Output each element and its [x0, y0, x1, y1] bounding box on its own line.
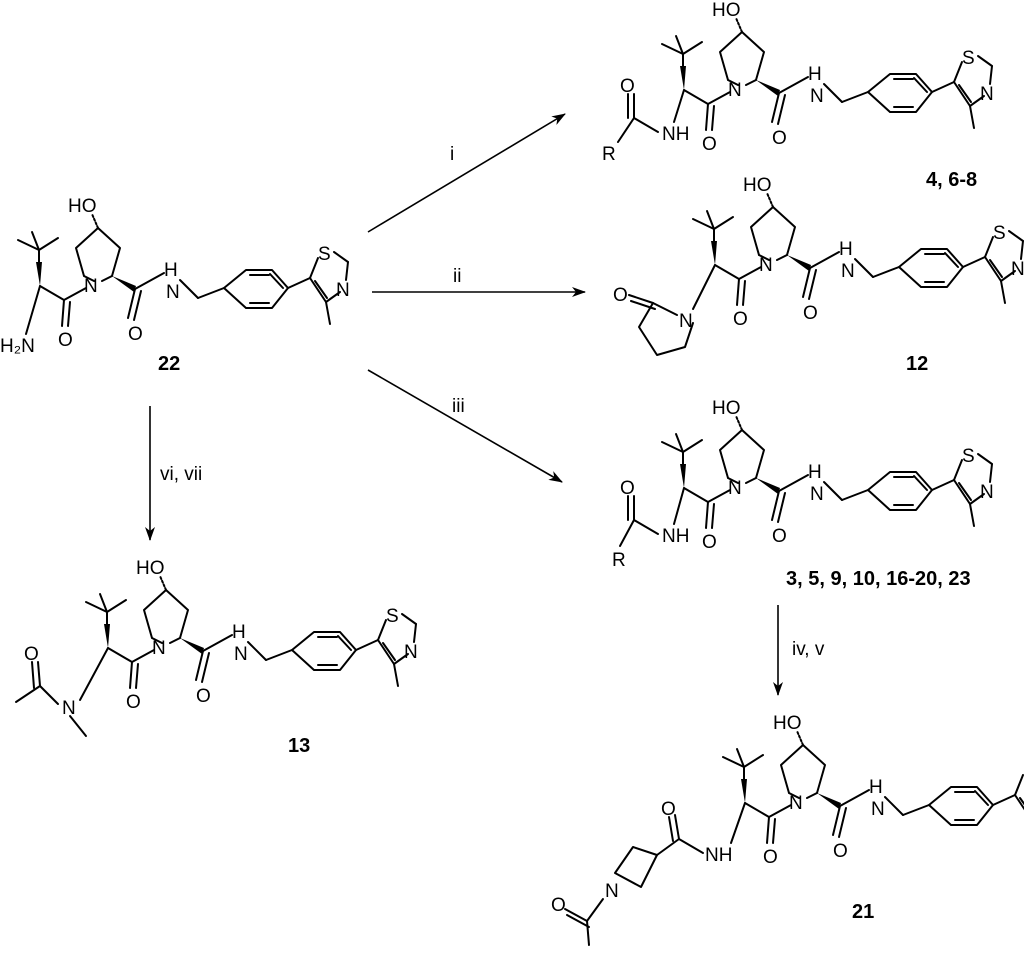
atom-label: S	[993, 223, 1006, 244]
condition-iv-v: iv, v	[792, 639, 825, 660]
atom-label: HO	[712, 0, 741, 21]
compound-label-3-5-9-10-16-20-23: 3, 5, 9, 10, 16-20, 23	[786, 568, 971, 590]
atom-label: O	[126, 692, 141, 713]
molecule-22: HO N O H N S N O H₂N	[0, 196, 350, 357]
atom-label: H	[808, 462, 822, 483]
atom-label: O	[661, 799, 676, 820]
molecule-4-6-8: HO N O H N S N O NH O R	[602, 0, 994, 165]
atom-label: N	[871, 799, 885, 820]
condition-iii: iii	[452, 396, 465, 417]
atom-label: N	[789, 793, 803, 814]
atom-label: HO	[773, 713, 802, 734]
atom-label: N	[810, 86, 824, 107]
compound-label-12: 12	[906, 353, 928, 375]
atom-label: H	[164, 260, 178, 281]
atom-label: O	[620, 478, 635, 499]
atom-label: N	[980, 84, 994, 105]
condition-vi-vii: vi, vii	[160, 464, 202, 485]
compound-label-22: 22	[158, 353, 180, 375]
atom-label: H₂N	[0, 336, 35, 357]
atom-label: N	[336, 280, 350, 301]
molecule-13: HO N O H N S N O N O	[15, 558, 418, 737]
atom-label: NH	[705, 845, 732, 866]
atom-label: O	[24, 644, 39, 665]
molecule-3-5-9-10-16-20-23: HO N O H N S N O NH O R	[612, 398, 994, 571]
atom-label: N	[728, 478, 742, 499]
atom-label: S	[962, 446, 975, 467]
atom-label: S	[962, 48, 975, 69]
condition-i: i	[450, 144, 454, 165]
atom-label: H	[232, 622, 246, 643]
atom-label: O	[58, 330, 73, 351]
condition-ii: ii	[453, 266, 461, 287]
atom-label: N	[62, 698, 76, 719]
atom-label: H	[808, 64, 822, 85]
atom-label: N	[679, 311, 693, 332]
atom-label: N	[1011, 259, 1024, 280]
atom-label: HO	[68, 196, 97, 217]
atom-label: S	[386, 606, 399, 627]
atom-label: N	[234, 644, 248, 665]
atom-label: H	[839, 239, 853, 260]
atom-label: O	[613, 285, 628, 306]
atom-label: O	[763, 847, 778, 868]
atom-label: O	[733, 309, 748, 330]
atom-label: O	[196, 686, 211, 707]
atom-label: NH	[662, 526, 689, 547]
molecule-21: HO N O H N S N O NH O N O	[551, 713, 1024, 946]
atom-label: O	[551, 895, 566, 916]
atom-label: O	[128, 324, 143, 345]
atom-label: N	[980, 482, 994, 503]
atom-label: N	[84, 276, 98, 297]
atom-label: O	[833, 841, 848, 862]
atom-label: H	[869, 777, 883, 798]
atom-label: N	[166, 282, 180, 303]
atom-label: O	[772, 526, 787, 547]
atom-label: S	[318, 244, 331, 265]
atom-label: R	[612, 550, 626, 571]
atom-label: O	[702, 532, 717, 553]
atom-label: HO	[712, 398, 741, 419]
atom-label: N	[152, 638, 166, 659]
atom-label: O	[772, 128, 787, 149]
atom-label: N	[728, 80, 742, 101]
atom-label: N	[810, 484, 824, 505]
atom-label: O	[702, 134, 717, 155]
atom-label: N	[841, 261, 855, 282]
atom-label: N	[605, 881, 619, 902]
compound-label-21: 21	[852, 901, 874, 923]
atom-label: R	[602, 144, 616, 165]
atom-label: N	[404, 642, 418, 663]
atom-label: O	[620, 76, 635, 97]
atom-label: O	[803, 303, 818, 324]
atom-label: HO	[136, 558, 165, 579]
atom-label: N	[759, 255, 773, 276]
compound-label-4-6-8: 4, 6-8	[926, 169, 977, 191]
atom-label: HO	[743, 175, 772, 196]
molecule-12: HO N O H N S N O N O	[613, 175, 1024, 356]
arrow-i	[367, 113, 566, 233]
arrow-iii	[367, 369, 563, 483]
atom-label: NH	[662, 124, 689, 145]
compound-label-13: 13	[288, 735, 310, 757]
